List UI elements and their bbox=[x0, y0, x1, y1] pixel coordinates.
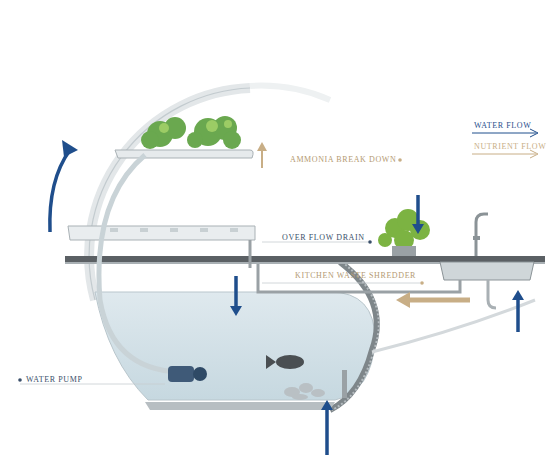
floor-curve bbox=[372, 300, 535, 352]
nutrient-arrow bbox=[408, 298, 470, 303]
middle-grow-tray bbox=[68, 226, 255, 240]
nutrient-arrow-head bbox=[396, 292, 410, 308]
shell-ribs bbox=[332, 262, 379, 410]
nutrient-arrow-head bbox=[257, 142, 267, 151]
tank-base bbox=[145, 402, 335, 410]
water-flow-arrows bbox=[50, 150, 518, 455]
herb-plant bbox=[378, 209, 430, 250]
countertop bbox=[65, 256, 545, 262]
fish bbox=[266, 355, 304, 369]
lettuce bbox=[141, 116, 241, 149]
riser-tube bbox=[99, 155, 180, 372]
water-flow-heads bbox=[62, 140, 524, 410]
legend-label: NUTRIENT FLOW bbox=[474, 142, 546, 152]
lettuce-highlight bbox=[159, 120, 232, 133]
faucet bbox=[476, 214, 488, 256]
legend-label: WATER FLOW bbox=[474, 121, 531, 131]
callout-label: KITCHEN WASTE SHREDDER bbox=[295, 271, 416, 281]
sphere-top bbox=[250, 86, 330, 100]
tray-cups bbox=[110, 228, 238, 232]
nutrient-arrow bbox=[261, 150, 263, 168]
herb-pot bbox=[392, 246, 416, 256]
sink-basin bbox=[440, 262, 534, 280]
water-pump bbox=[168, 366, 207, 382]
callout-label: OVER FLOW DRAIN bbox=[282, 233, 365, 243]
top-grow-tray bbox=[115, 150, 253, 158]
heater bbox=[342, 370, 347, 398]
overflow-pipe bbox=[249, 240, 252, 268]
waste-pipe bbox=[258, 264, 460, 292]
tank-shell bbox=[330, 262, 377, 410]
leader-lines bbox=[18, 158, 424, 384]
stones bbox=[284, 383, 325, 400]
sink-drain bbox=[488, 280, 496, 308]
callout-label: AMMONIA BREAK DOWN bbox=[290, 155, 396, 165]
faucet-handle bbox=[473, 236, 480, 240]
callout-label: WATER PUMP bbox=[26, 375, 82, 385]
